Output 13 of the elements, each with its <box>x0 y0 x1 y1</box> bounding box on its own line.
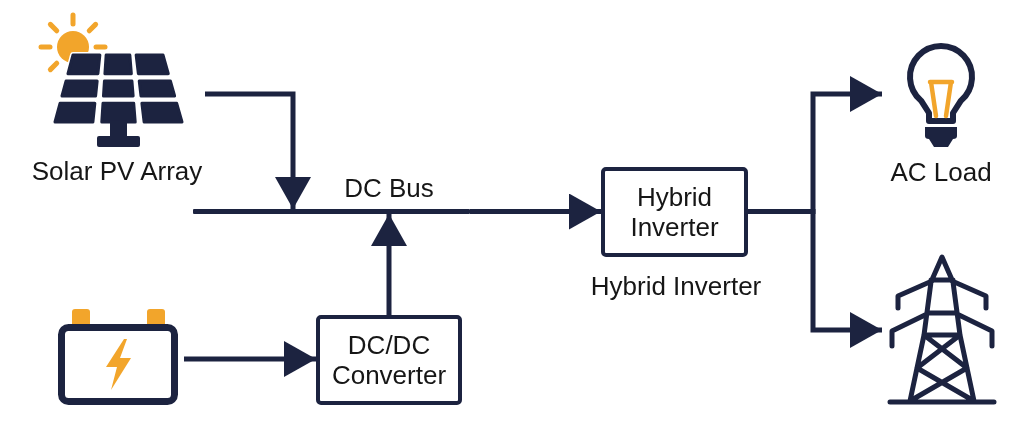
arrow <box>205 91 311 209</box>
box-label: DC/DC Converter <box>330 330 448 390</box>
arrow <box>748 209 882 348</box>
node-label: Hybrid Inverter <box>590 271 762 301</box>
arrow <box>184 341 316 377</box>
bus-label: DC Bus <box>344 173 434 203</box>
process-box <box>316 315 462 405</box>
box-label: Hybrid Inverter <box>629 182 720 242</box>
arrow <box>371 214 407 315</box>
process-box <box>601 167 748 257</box>
arrow <box>470 193 601 230</box>
node-label: AC Load <box>890 157 992 187</box>
node-label: Solar PV Array <box>31 156 203 186</box>
